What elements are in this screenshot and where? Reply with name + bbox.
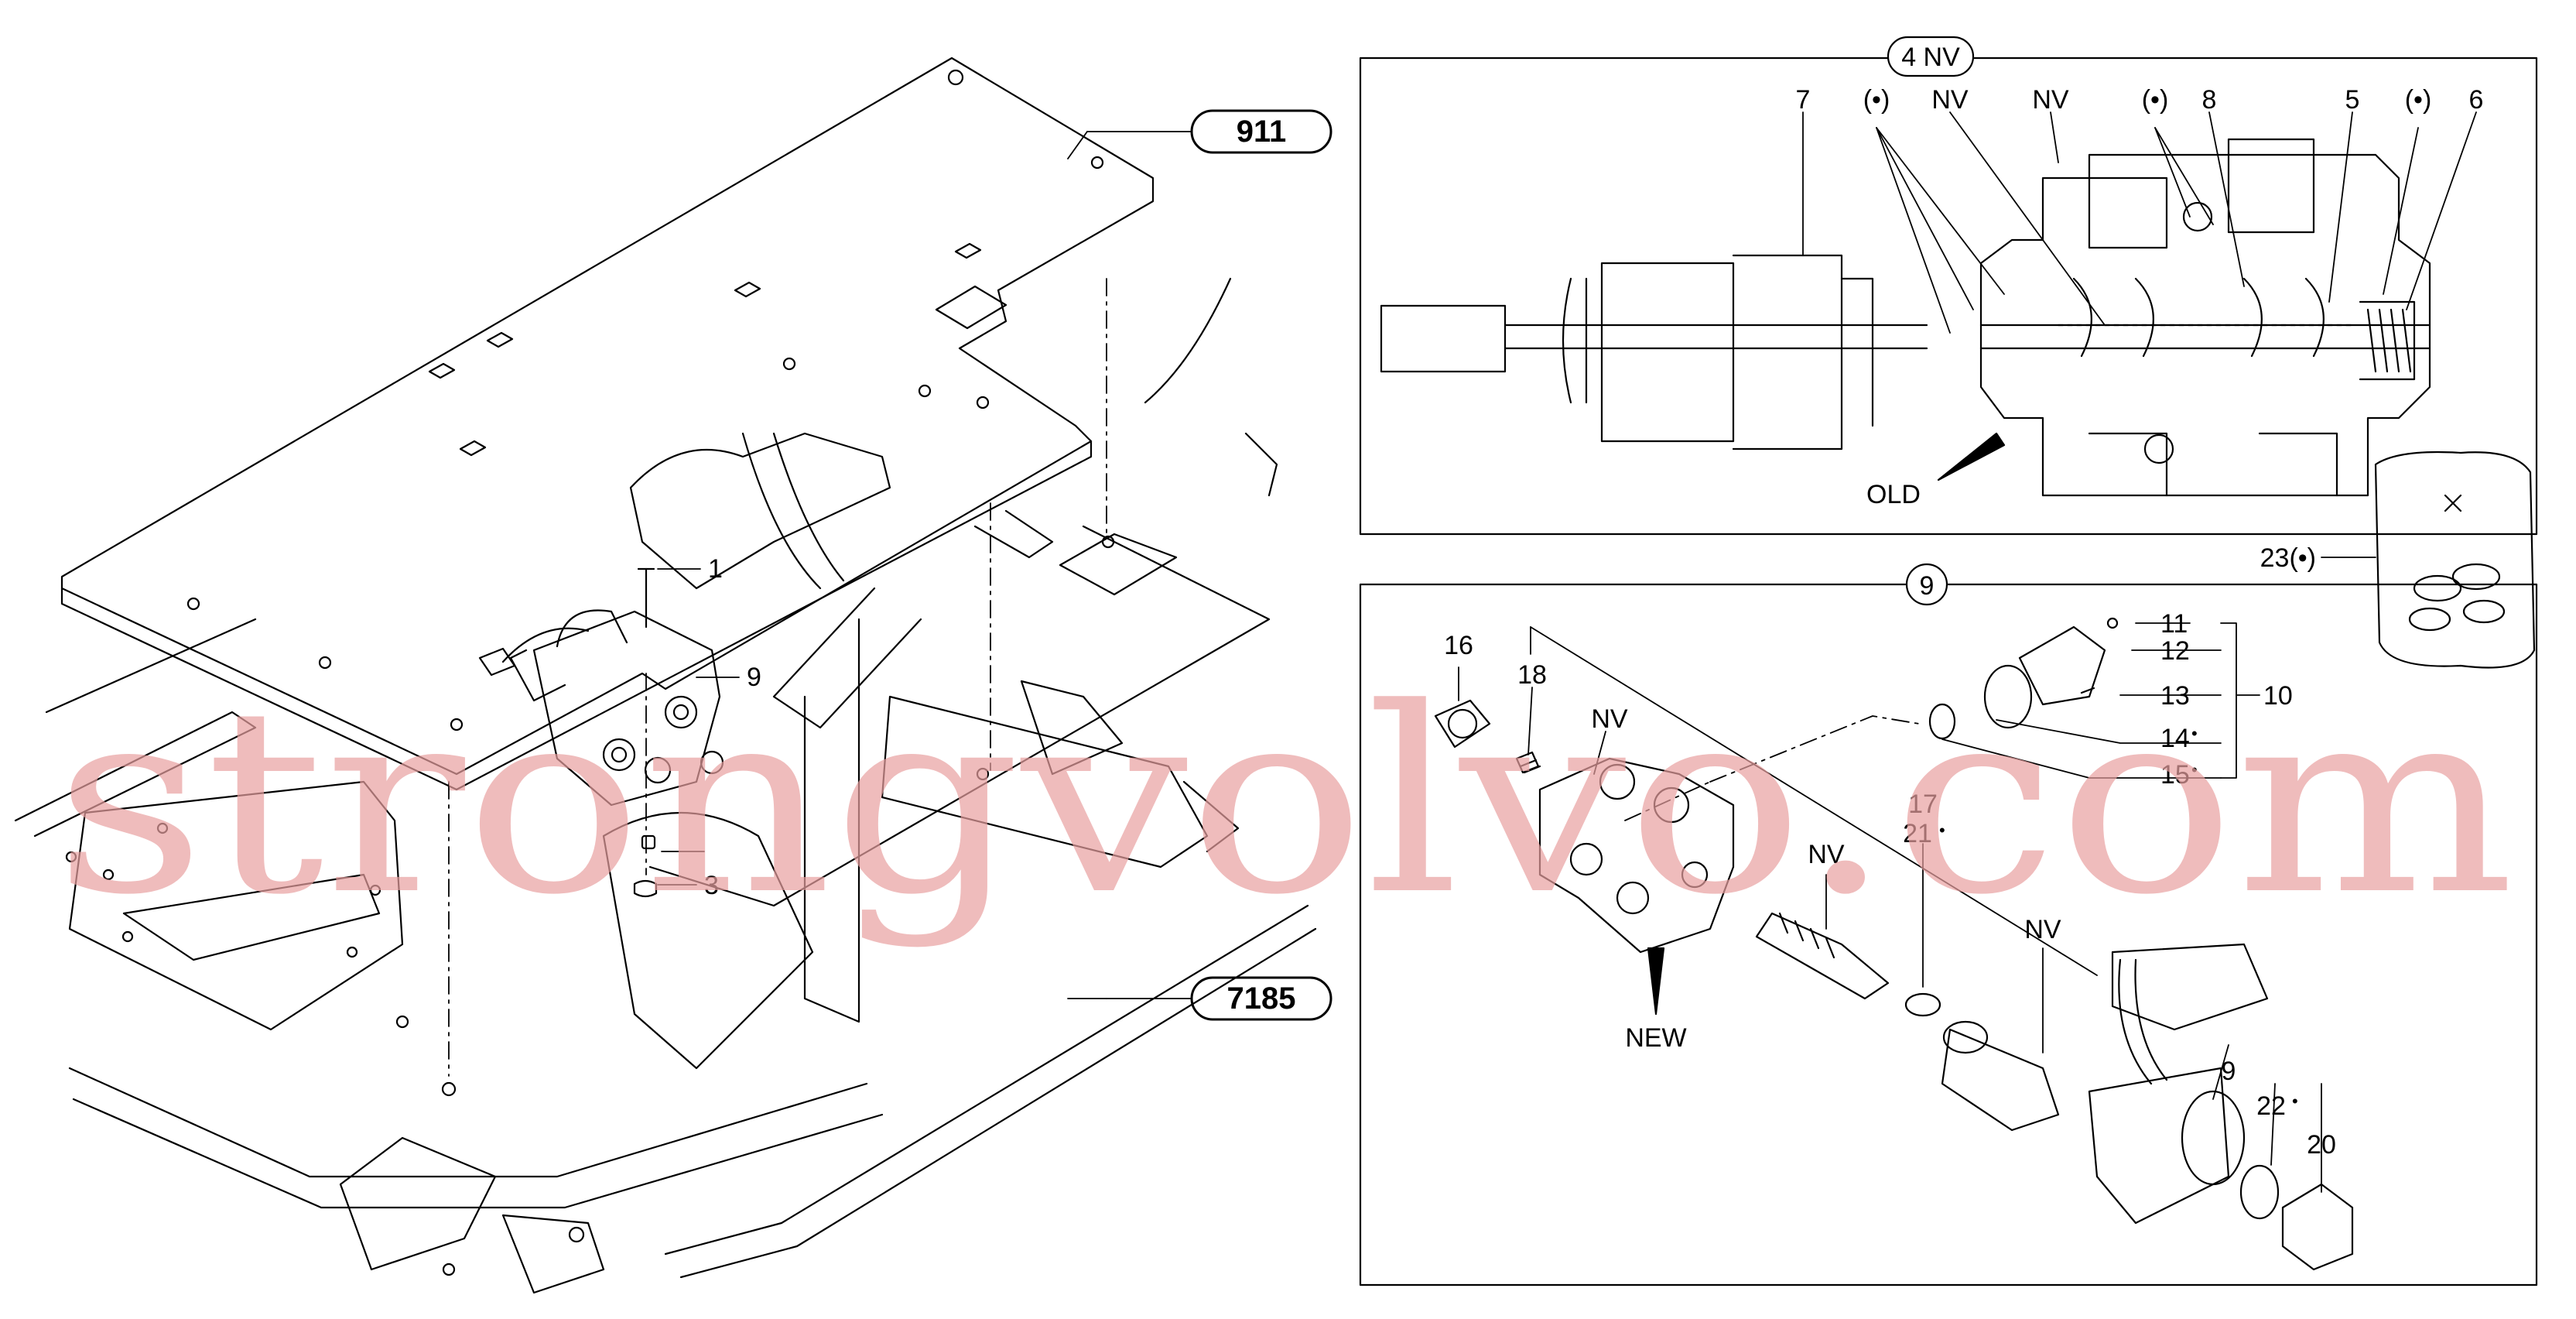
- label-18: 18: [1517, 660, 1547, 690]
- ref-badge-7185: [1190, 976, 1332, 1021]
- panel-9-frame: [1359, 583, 2538, 1286]
- panel-9-title: 9: [1920, 571, 1935, 601]
- bullet-22: •: [2292, 1091, 2298, 1111]
- panel-9-badge: [1905, 563, 1948, 606]
- spare-parts-bag: [2321, 451, 2536, 669]
- label-11: 11: [2160, 609, 2188, 639]
- label-17: 17: [1908, 790, 1938, 819]
- bullet-21: •: [1939, 821, 1945, 840]
- label-dot-a: (•): [1863, 85, 1890, 115]
- old-arrow: [1937, 432, 2006, 481]
- bullet-14: •: [2191, 724, 2198, 743]
- leader-lines-top: [1802, 111, 2477, 334]
- panel-4nv-frame: [1359, 57, 2538, 536]
- label-dot-c: (•): [2405, 85, 2432, 115]
- label-dot-b: (•): [2142, 85, 2169, 115]
- bullet-15: •: [2191, 760, 2198, 779]
- watermark-text: strongvolvo.com: [54, 653, 2515, 951]
- label-23: 23(•): [2260, 543, 2316, 573]
- label-7: 7: [1796, 85, 1811, 115]
- label-nv-c: NV: [1591, 704, 1628, 734]
- valve-assembly-9: [478, 432, 845, 898]
- label-22: 22: [2256, 1091, 2286, 1121]
- frame-7185: [14, 277, 1317, 1294]
- label-old: OLD: [1866, 480, 1921, 509]
- label-8: 8: [2202, 85, 2217, 115]
- label-nv-b: NV: [2032, 85, 2069, 115]
- ref-badge-911: [1190, 109, 1332, 154]
- label-12: 12: [2160, 636, 2190, 666]
- valve-section-old: [1380, 138, 2431, 497]
- panel-4nv-badge: [1887, 36, 1975, 77]
- cover-plate-911: [60, 57, 1155, 791]
- label-9-right: 9: [2222, 1057, 2236, 1086]
- label-10: 10: [2263, 681, 2293, 711]
- label-new: NEW: [1625, 1023, 1686, 1053]
- leader-lines-bottom: [1458, 622, 2322, 1193]
- label-5: 5: [2345, 85, 2360, 115]
- label-16: 16: [1444, 631, 1473, 660]
- new-arrow: [1647, 947, 1665, 1016]
- label-nv-e: NV: [2024, 915, 2061, 944]
- label-nv-a: NV: [1931, 85, 1969, 115]
- label-15: 15: [2160, 760, 2190, 790]
- ref-7185-text: 7185: [1227, 982, 1296, 1016]
- parts-exploded-new: [1434, 617, 2354, 1271]
- label-3: 3: [704, 871, 719, 900]
- label-1: 1: [708, 554, 723, 584]
- label-nv-d: NV: [1808, 840, 1845, 869]
- label-20: 20: [2307, 1130, 2336, 1160]
- label-9-left: 9: [747, 663, 761, 692]
- label-21: 21: [1903, 819, 1932, 848]
- panel-4nv-title: 4 NV: [1901, 43, 1960, 72]
- ref-911-text: 911: [1237, 115, 1287, 149]
- label-14: 14: [2160, 724, 2190, 753]
- label-6: 6: [2469, 85, 2484, 115]
- label-13: 13: [2160, 681, 2190, 711]
- dash-lines-left: [448, 278, 1107, 1077]
